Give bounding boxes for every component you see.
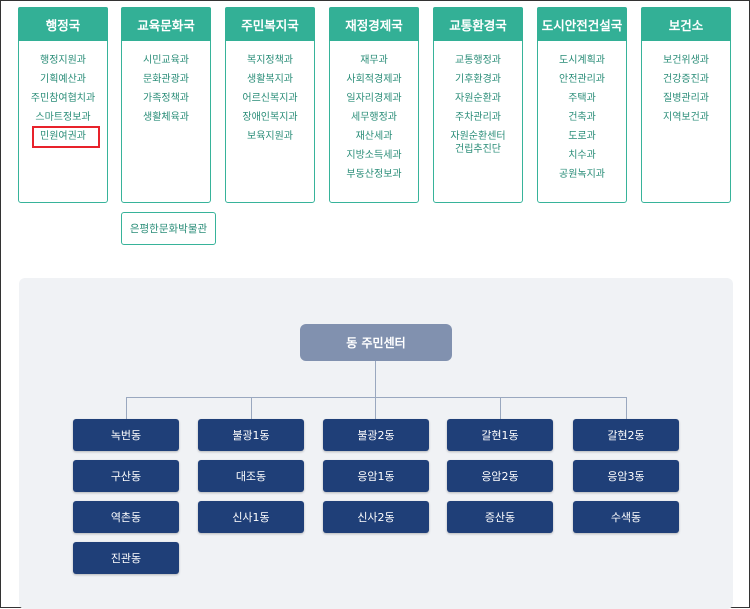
dept-item[interactable]: 시민교육과	[143, 55, 189, 66]
connector-line	[626, 397, 627, 419]
dept-title[interactable]: 교육문화국	[121, 7, 211, 41]
dept-item[interactable]: 건강증진과	[663, 74, 709, 85]
dept-item[interactable]: 장애인복지과	[242, 112, 298, 123]
dept-item[interactable]: 세무행정과	[351, 112, 397, 123]
dept-finance: 재정경제국 재무과 사회적경제과 일자리경제과 세무행정과 재산세과 지방소득세…	[329, 7, 419, 203]
connector-line	[126, 397, 127, 419]
dept-welfare: 주민복지국 복지정책과 생활복지과 어르신복지과 장애인복지과 보육지원과	[225, 7, 315, 203]
dept-item[interactable]: 주택과	[568, 93, 596, 104]
dong-button[interactable]: 갈현2동	[573, 419, 679, 451]
dept-education: 교육문화국 시민교육과 문화관광과 가족정책과 생활체육과	[121, 7, 211, 203]
dong-button[interactable]: 역촌동	[73, 501, 179, 533]
dept-item[interactable]: 보육지원과	[247, 131, 293, 142]
dept-item[interactable]: 가족정책과	[143, 93, 189, 104]
dong-button[interactable]: 응암1동	[323, 460, 429, 492]
dept-item[interactable]: 일자리경제과	[346, 93, 402, 104]
dept-item[interactable]: 문화관광과	[143, 74, 189, 85]
dong-button[interactable]: 응암3동	[573, 460, 679, 492]
dept-urban-safety: 도시안전건설국 도시계획과 안전관리과 주택과 건축과 도로과 치수과 공원녹지…	[537, 7, 627, 203]
dong-button[interactable]: 증산동	[447, 501, 553, 533]
dong-button[interactable]: 응암2동	[447, 460, 553, 492]
dept-item[interactable]: 기후환경과	[455, 74, 501, 85]
museum-box[interactable]: 은평한문화박물관	[121, 212, 216, 245]
connector-line	[251, 397, 252, 419]
dept-item[interactable]: 자원순환센터 건립추진단	[450, 131, 506, 155]
dept-health: 보건소 보건위생과 건강증진과 질병관리과 지역보건과	[641, 7, 731, 203]
dept-item[interactable]: 민원여권과	[40, 131, 86, 142]
dong-button[interactable]: 대조동	[198, 460, 304, 492]
dept-title[interactable]: 보건소	[641, 7, 731, 41]
dept-item[interactable]: 부동산정보과	[346, 169, 402, 180]
dept-title[interactable]: 재정경제국	[329, 7, 419, 41]
dept-item[interactable]: 재무과	[360, 55, 388, 66]
dept-item[interactable]: 공원녹지과	[559, 169, 605, 180]
connector-line	[375, 361, 376, 397]
dept-item[interactable]: 주차관리과	[455, 112, 501, 123]
dong-button[interactable]: 불광1동	[198, 419, 304, 451]
dong-button[interactable]: 불광2동	[323, 419, 429, 451]
dept-item[interactable]: 주민참여협치과	[30, 93, 96, 104]
connector-line	[126, 397, 626, 398]
dong-button[interactable]: 녹번동	[73, 419, 179, 451]
dept-title[interactable]: 교통환경국	[433, 7, 523, 41]
dept-title[interactable]: 주민복지국	[225, 7, 315, 41]
dept-item[interactable]: 치수과	[568, 150, 596, 161]
dept-item[interactable]: 도시계획과	[559, 55, 605, 66]
dept-item[interactable]: 어르신복지과	[242, 93, 298, 104]
dong-button[interactable]: 구산동	[73, 460, 179, 492]
dept-item[interactable]: 건축과	[568, 112, 596, 123]
dept-item[interactable]: 생활복지과	[247, 74, 293, 85]
dong-button[interactable]: 수색동	[573, 501, 679, 533]
dept-item[interactable]: 생활체육과	[143, 112, 189, 123]
dong-button[interactable]: 신사2동	[323, 501, 429, 533]
selection-highlight	[32, 126, 100, 148]
dept-item[interactable]: 기획예산과	[40, 74, 86, 85]
dept-transport: 교통환경국 교통행정과 기후환경과 자원순환과 주차관리과 자원순환센터 건립추…	[433, 7, 523, 203]
connector-line	[500, 397, 501, 419]
dept-haengjeong: 행정국 행정지원과 기획예산과 주민참여협치과 스마트정보과 민원여권과	[18, 7, 108, 203]
dept-item[interactable]: 지역보건과	[663, 112, 709, 123]
dept-item[interactable]: 복지정책과	[247, 55, 293, 66]
dept-item[interactable]: 스마트정보과	[35, 112, 91, 123]
dept-item[interactable]: 재산세과	[355, 131, 393, 142]
dept-item[interactable]: 교통행정과	[455, 55, 501, 66]
community-center-title[interactable]: 동 주민센터	[300, 324, 452, 361]
dong-button[interactable]: 신사1동	[198, 501, 304, 533]
dept-item[interactable]: 도로과	[568, 131, 596, 142]
connector-line	[375, 397, 376, 419]
dept-title[interactable]: 도시안전건설국	[537, 7, 627, 41]
dept-title[interactable]: 행정국	[18, 7, 108, 41]
dept-item[interactable]: 사회적경제과	[346, 74, 402, 85]
dept-item[interactable]: 행정지원과	[40, 55, 86, 66]
dept-item[interactable]: 자원순환과	[455, 93, 501, 104]
dong-button[interactable]: 진관동	[73, 542, 179, 574]
dept-item[interactable]: 질병관리과	[663, 93, 709, 104]
dept-item[interactable]: 지방소득세과	[346, 150, 402, 161]
dept-item[interactable]: 보건위생과	[663, 55, 709, 66]
dong-button[interactable]: 갈현1동	[447, 419, 553, 451]
dept-item[interactable]: 안전관리과	[559, 74, 605, 85]
